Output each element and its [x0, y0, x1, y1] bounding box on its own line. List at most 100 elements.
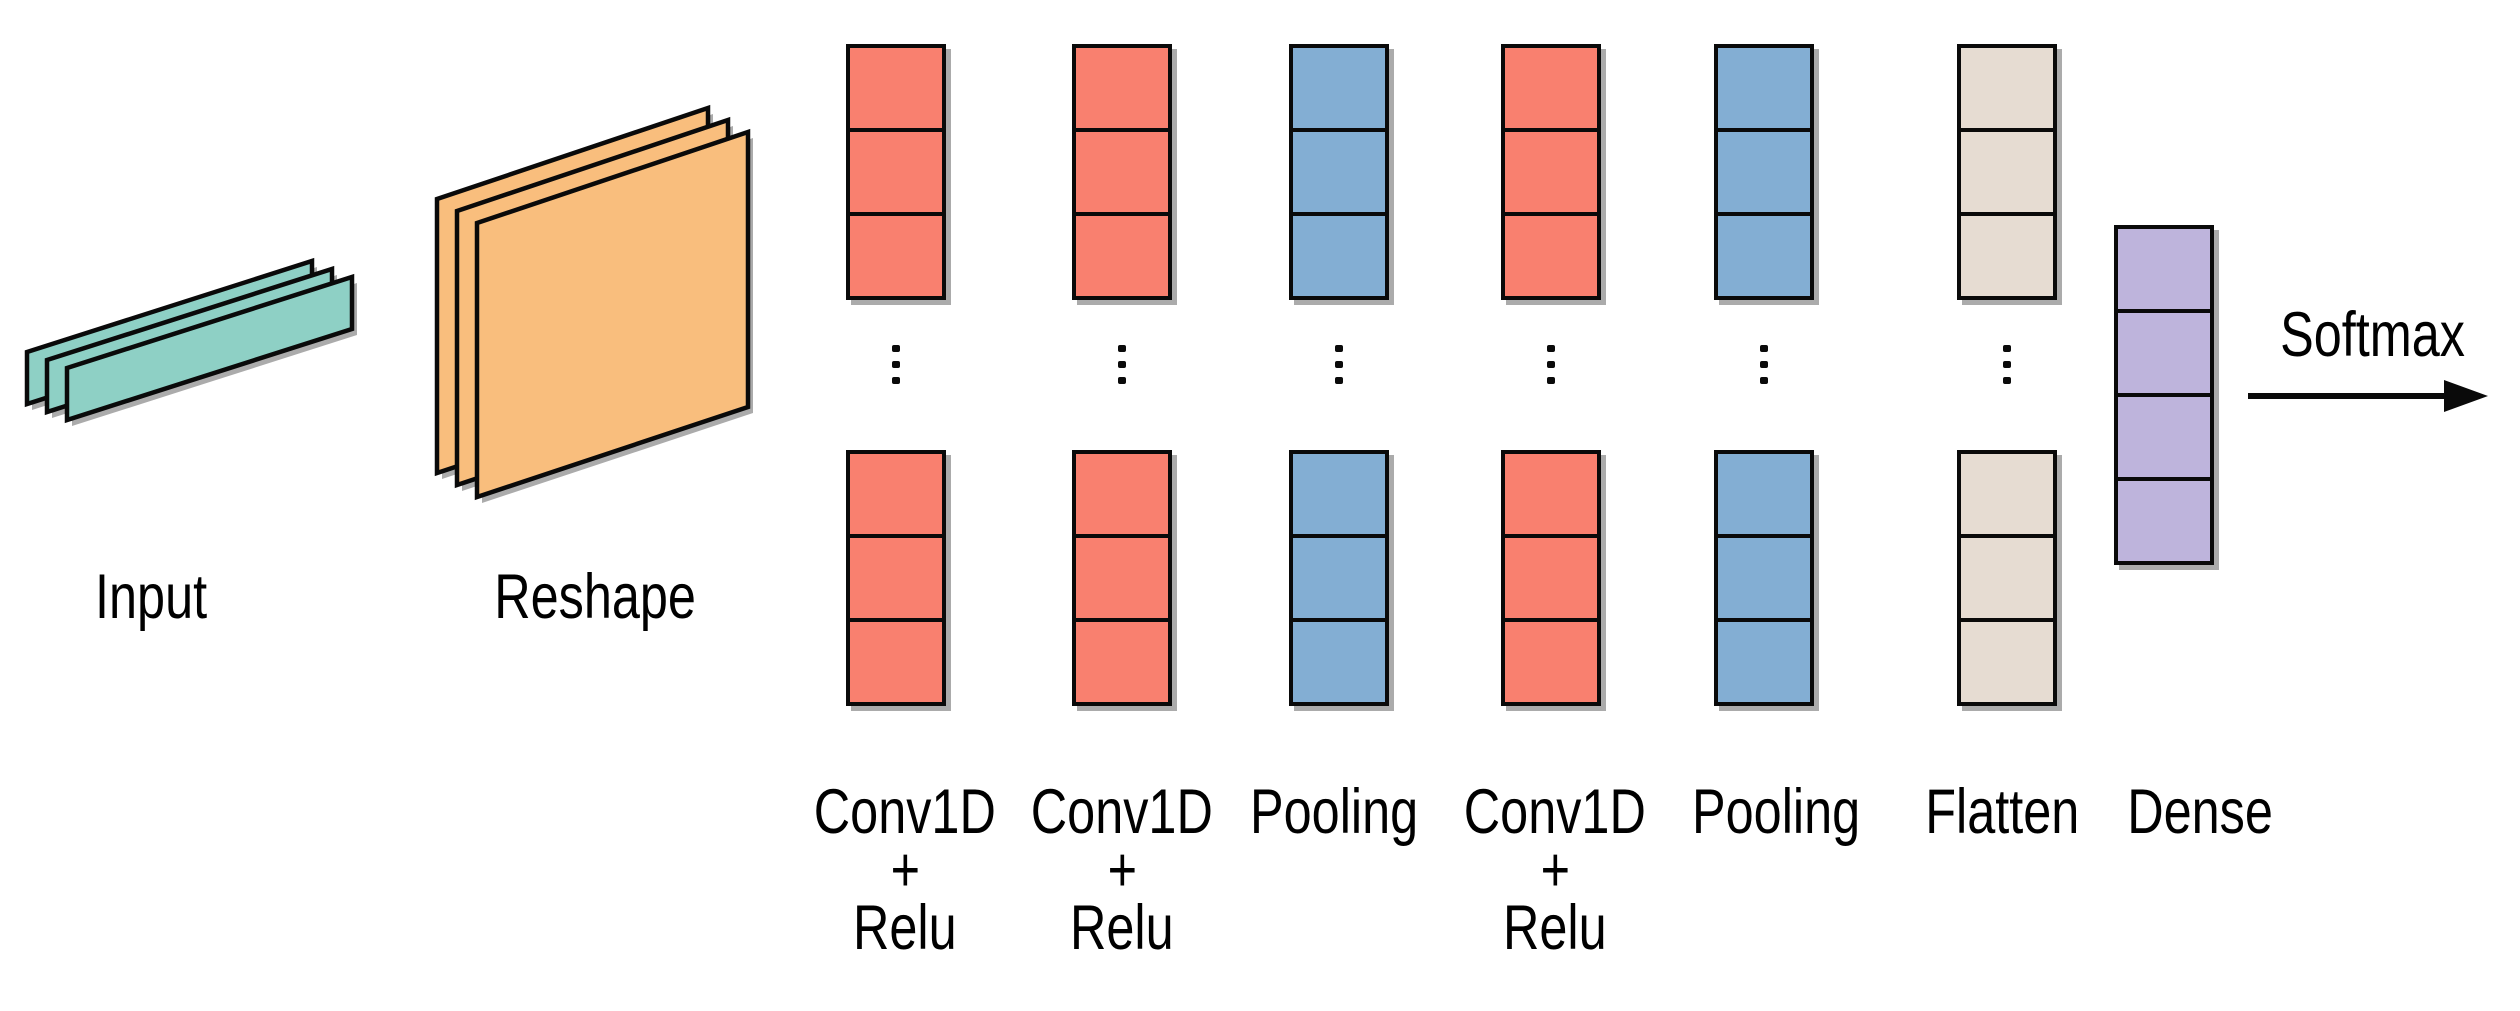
- cell: [846, 450, 946, 538]
- input-label: Input: [11, 566, 291, 629]
- cell: [1501, 534, 1601, 622]
- layer-label: Conv1D+Relu: [982, 777, 1262, 960]
- conv-column-bottom: [1501, 450, 1601, 706]
- cell: [1714, 534, 1814, 622]
- cell: [1289, 212, 1389, 300]
- ellipsis-dot: [1760, 377, 1768, 384]
- cell: [1289, 534, 1389, 622]
- cell: [1072, 212, 1172, 300]
- ellipsis-dot: [1118, 345, 1126, 352]
- vertical-ellipsis-icon: [1759, 345, 1769, 384]
- cell: [1072, 450, 1172, 538]
- pooling-column-bottom: [1289, 450, 1389, 706]
- softmax-arrow: [2248, 380, 2488, 412]
- cell: [1714, 618, 1814, 706]
- vertical-ellipsis-icon: [2002, 345, 2012, 384]
- cell: [1501, 128, 1601, 216]
- ellipsis-dot: [1118, 361, 1126, 368]
- cell: [1072, 534, 1172, 622]
- ellipsis-dot: [1547, 377, 1555, 384]
- ellipsis-dot: [892, 377, 900, 384]
- cell: [1714, 450, 1814, 538]
- cell: [1714, 44, 1814, 132]
- ellipsis-dot: [1335, 377, 1343, 384]
- cell: [2114, 393, 2214, 481]
- softmax-label-text: Softmax: [2280, 300, 2466, 370]
- ellipsis-dot: [2003, 377, 2011, 384]
- cell: [1957, 212, 2057, 300]
- layer-label-text: Dense: [2127, 777, 2273, 847]
- reshape-label: Reshape: [455, 562, 735, 632]
- layer-label: Dense: [2060, 777, 2340, 847]
- layer-label: Conv1D+Relu: [1415, 777, 1695, 963]
- cell: [1289, 450, 1389, 538]
- layer-label-text: +: [1107, 835, 1137, 905]
- conv-column-top: [846, 44, 946, 300]
- cell: [846, 534, 946, 622]
- reshape-label-text: Reshape: [494, 562, 696, 632]
- pooling-column-top: [1714, 44, 1814, 300]
- cell: [1714, 212, 1814, 300]
- ellipsis-dot: [1118, 377, 1126, 384]
- layer-label-text: Conv1D: [1463, 777, 1647, 847]
- cell: [1289, 44, 1389, 132]
- layer-label: Pooling: [1194, 777, 1474, 847]
- layer-label-text: Conv1D: [1030, 777, 1214, 847]
- cell: [1501, 618, 1601, 706]
- cell: [1714, 128, 1814, 216]
- flatten-column-bottom: [1957, 450, 2057, 706]
- conv-column-bottom: [1072, 450, 1172, 706]
- cell: [846, 212, 946, 300]
- ellipsis-dot: [1547, 361, 1555, 368]
- layer-label-text: Flatten: [1924, 777, 2080, 847]
- input-layer-shape: [24, 257, 357, 426]
- reshape-layer-shape: [434, 104, 753, 503]
- vertical-ellipsis-icon: [1334, 345, 1344, 384]
- vertical-ellipsis-icon: [1117, 345, 1127, 384]
- input-slab: [64, 273, 355, 424]
- cell: [846, 44, 946, 132]
- layer-label-text: +: [890, 835, 920, 905]
- layer-label-text: +: [1540, 835, 1570, 905]
- ellipsis-dot: [2003, 361, 2011, 368]
- dense-column: [2114, 225, 2214, 565]
- pooling-column-bottom: [1714, 450, 1814, 706]
- cell: [2114, 309, 2214, 397]
- cell: [1072, 618, 1172, 706]
- ellipsis-dot: [1335, 345, 1343, 352]
- cell: [2114, 477, 2214, 565]
- ellipsis-dot: [892, 361, 900, 368]
- cell: [846, 618, 946, 706]
- vertical-ellipsis-icon: [1546, 345, 1556, 384]
- ellipsis-dot: [892, 345, 900, 352]
- conv-column-top: [1501, 44, 1601, 300]
- ellipsis-dot: [1760, 361, 1768, 368]
- ellipsis-dot: [1547, 345, 1555, 352]
- layer-label: Flatten: [1862, 777, 2142, 847]
- layer-label-text: Relu: [1503, 893, 1607, 963]
- cell: [1289, 618, 1389, 706]
- ellipsis-dot: [1335, 361, 1343, 368]
- cell: [1072, 128, 1172, 216]
- layer-label: Pooling: [1636, 777, 1916, 847]
- conv-column-bottom: [846, 450, 946, 706]
- cell: [1957, 534, 2057, 622]
- layer-label-text: Pooling: [1691, 777, 1861, 847]
- cell: [2114, 225, 2214, 313]
- cell: [1957, 44, 2057, 132]
- cell: [1501, 44, 1601, 132]
- cell: [1957, 450, 2057, 538]
- layer-label-text: Relu: [853, 893, 957, 963]
- cell: [1957, 128, 2057, 216]
- cell: [846, 128, 946, 216]
- conv-column-top: [1072, 44, 1172, 300]
- ellipsis-dot: [2003, 345, 2011, 352]
- layer-label-text: Pooling: [1249, 777, 1419, 847]
- vertical-ellipsis-icon: [891, 345, 901, 384]
- softmax-label: Softmax: [2233, 300, 2513, 370]
- cell: [1501, 212, 1601, 300]
- cell: [1072, 44, 1172, 132]
- layer-label: Conv1D+Relu: [765, 781, 1045, 963]
